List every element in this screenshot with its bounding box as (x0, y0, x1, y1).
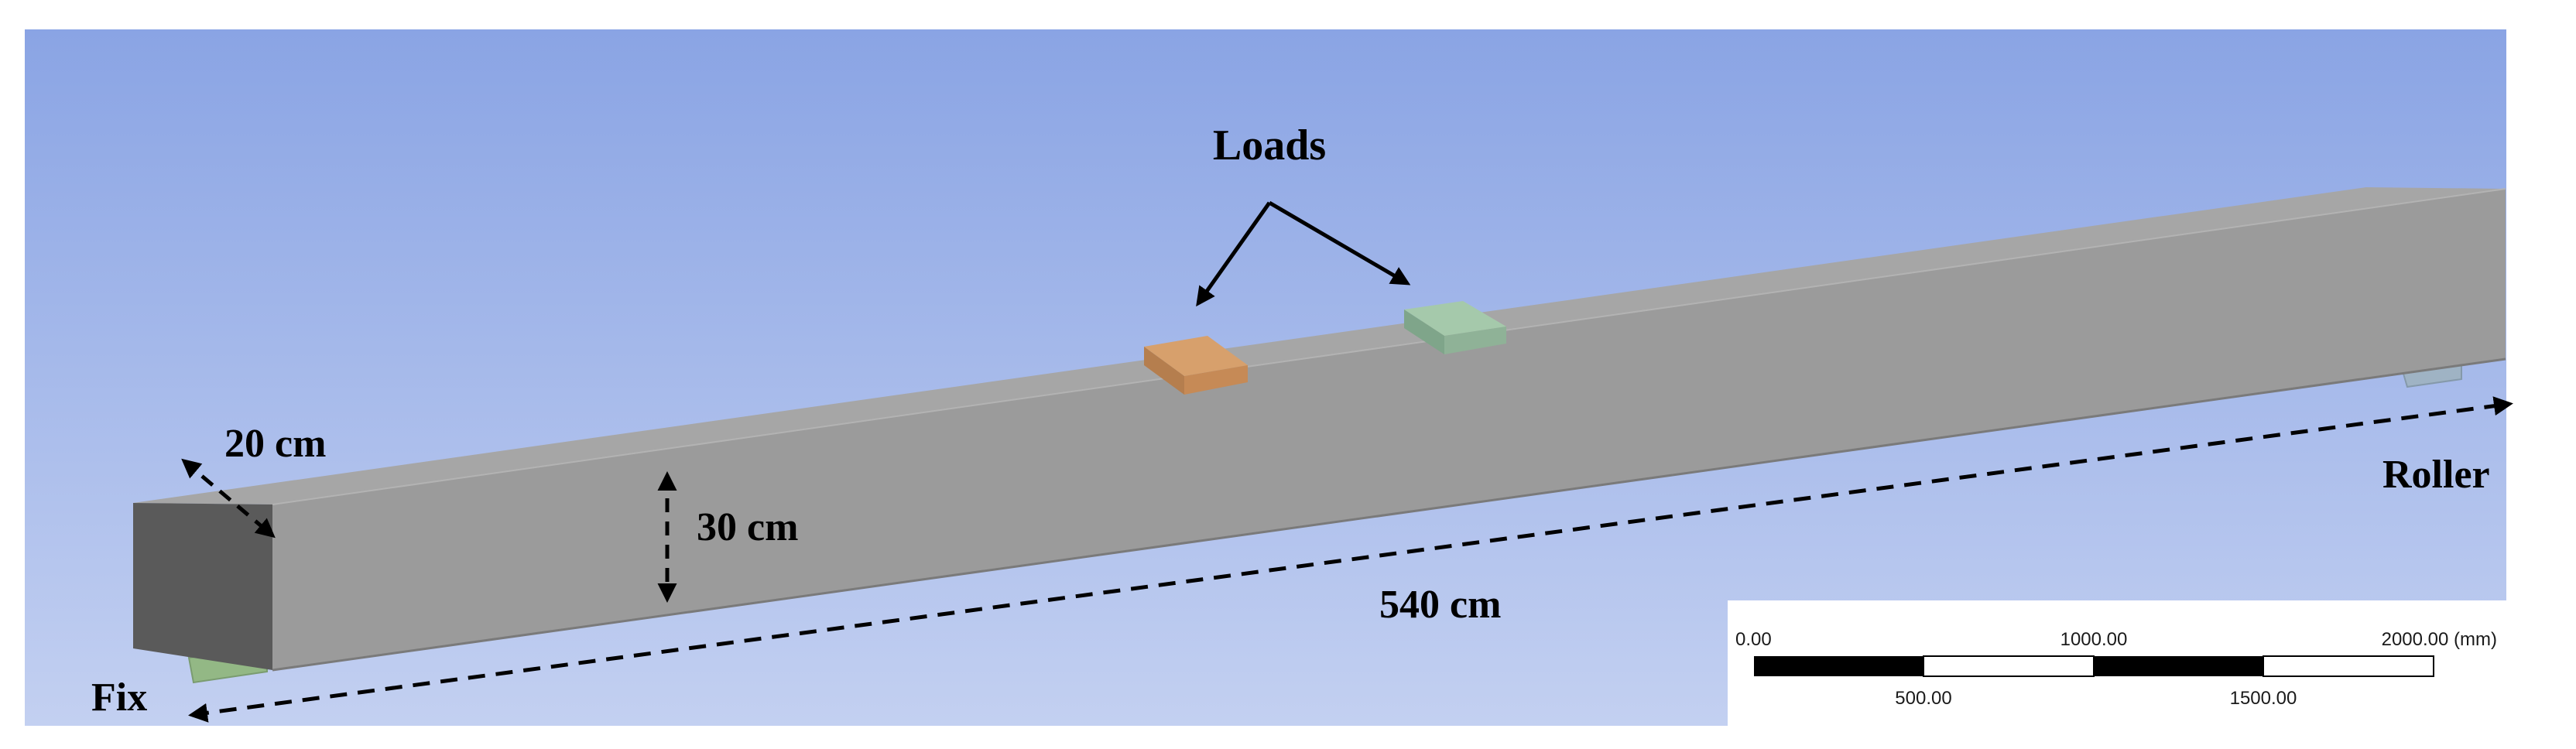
length-label: 540 cm (1379, 583, 1501, 627)
scale-segment-2 (1923, 655, 2095, 677)
scale-tick-bottom-1: 1500.00 (2230, 688, 2297, 709)
scale-tick-top-2: 2000.00 (mm) (2382, 629, 2497, 650)
scale-tick-top-0: 0.00 (1735, 629, 1772, 650)
scale-tick-top-1: 1000.00 (2060, 629, 2128, 650)
height-label: 30 cm (697, 505, 798, 549)
scale-tick-bottom-0: 500.00 (1895, 688, 1951, 709)
scale-segment-3 (2094, 656, 2263, 676)
scale-bar: 0.00 1000.00 2000.00 (mm) 500.00 1500.00 (1728, 600, 2506, 726)
loads-arrow-left (1196, 201, 1272, 307)
load-pad-green (1404, 301, 1506, 354)
loads-label: Loads (1213, 121, 1326, 169)
width-label: 20 cm (224, 422, 326, 466)
fix-label: Fix (91, 675, 147, 720)
scale-segment-1 (1754, 656, 1923, 676)
loads-arrow-right (1268, 200, 1411, 286)
beam-end-face (133, 503, 272, 670)
roller-label: Roller (2382, 453, 2490, 497)
load-pad-orange (1144, 336, 1248, 395)
scale-segment-4 (2263, 655, 2434, 677)
